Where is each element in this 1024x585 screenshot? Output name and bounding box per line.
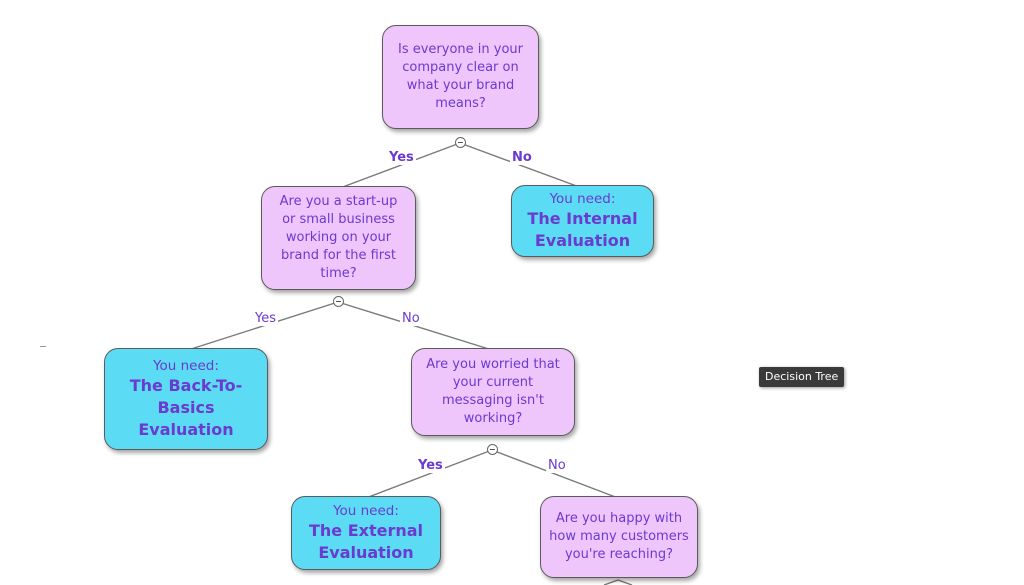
answer-title: The Back-To-Basics Evaluation (129, 376, 243, 439)
collapse-icon[interactable] (333, 296, 344, 307)
question-node-brand-clarity[interactable]: Is everyone in your company clear on wha… (382, 25, 539, 129)
edge-label-no: No (510, 150, 534, 165)
answer-prefix: You need: (333, 503, 399, 519)
edge-label-yes: Yes (416, 458, 445, 473)
answer-prefix: You need: (549, 191, 616, 207)
edge-label-yes: Yes (253, 311, 278, 326)
answer-node-back-to-basics-evaluation[interactable]: You need: The Back-To-Basics Evaluation (104, 348, 268, 450)
edge-label-yes: Yes (387, 150, 416, 165)
question-text: Are you happy with how many customers yo… (549, 511, 689, 562)
question-text: Are you a start-up or small business wor… (279, 194, 398, 281)
tooltip: Decision Tree (759, 367, 845, 387)
question-text: Is everyone in your company clear on wha… (397, 42, 523, 111)
question-node-messaging[interactable]: Are you worried that your current messag… (411, 348, 575, 436)
divider (40, 346, 46, 347)
answer-node-internal-evaluation[interactable]: You need: The Internal Evaluation (511, 185, 654, 257)
collapse-icon[interactable] (487, 444, 498, 455)
answer-title: The External Evaluation (308, 521, 424, 562)
question-node-customer-reach[interactable]: Are you happy with how many customers yo… (540, 496, 698, 578)
edge-label-no: No (546, 458, 568, 473)
answer-node-external-evaluation[interactable]: You need: The External Evaluation (291, 496, 441, 570)
question-node-startup[interactable]: Are you a start-up or small business wor… (261, 186, 416, 290)
answer-title: The Internal Evaluation (527, 209, 638, 250)
answer-prefix: You need: (153, 358, 219, 374)
collapse-icon[interactable] (455, 137, 466, 148)
edge-label-no: No (400, 311, 422, 326)
question-text: Are you worried that your current messag… (426, 357, 560, 426)
